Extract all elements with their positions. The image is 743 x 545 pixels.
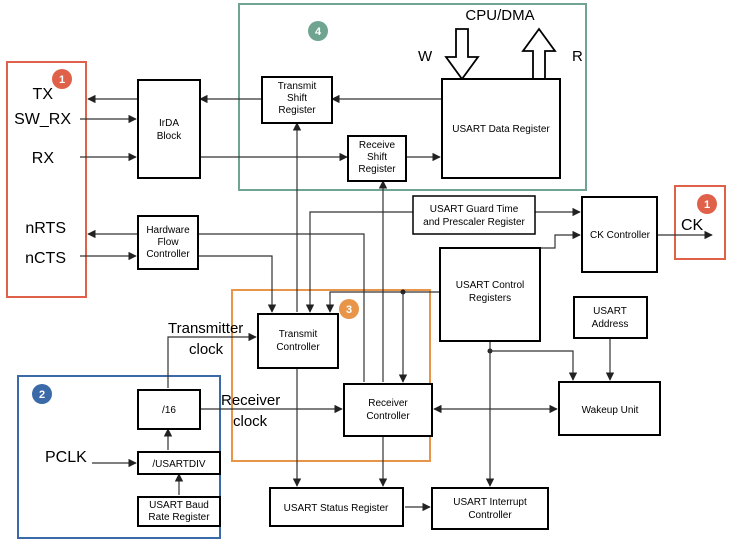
svg-text:Receive: Receive bbox=[359, 140, 396, 151]
badge-pins: 1 bbox=[52, 69, 72, 89]
pin-pclk: PCLK bbox=[45, 449, 87, 466]
svg-text:Controller: Controller bbox=[276, 342, 320, 353]
pins-group-frame bbox=[6, 61, 87, 298]
ck-group-frame bbox=[674, 185, 726, 260]
connections bbox=[80, 94, 713, 512]
svg-text:Rate Register: Rate Register bbox=[148, 512, 210, 523]
usart-address: USART Address bbox=[573, 296, 648, 339]
svg-text:Shift: Shift bbox=[287, 93, 307, 104]
bus-write-label: W bbox=[418, 48, 433, 65]
usart-data-register: USART Data Register bbox=[441, 78, 561, 179]
svg-text:4: 4 bbox=[315, 26, 322, 38]
receive-shift-register: Receive Shift Register bbox=[347, 135, 407, 182]
transmitter-clock-label: Transmitter bbox=[168, 320, 243, 337]
badge-ck: 1 bbox=[697, 194, 717, 214]
receiver-controller: Receiver Controller bbox=[343, 383, 433, 437]
pin-tx: TX bbox=[33, 86, 54, 103]
pin-ncts: nCTS bbox=[25, 250, 66, 267]
baud-rate-register: USART Baud Rate Register bbox=[137, 496, 221, 527]
pin-sw-rx: SW_RX bbox=[14, 111, 71, 128]
svg-text:USART Control: USART Control bbox=[456, 280, 525, 291]
svg-text:Shift: Shift bbox=[367, 152, 387, 163]
svg-text:Controller: Controller bbox=[468, 510, 512, 521]
badge-controllers: 3 bbox=[339, 299, 359, 319]
usart-status-register: USART Status Register bbox=[269, 487, 404, 527]
badge-data-path: 4 bbox=[308, 21, 328, 41]
svg-text:/16: /16 bbox=[162, 405, 176, 416]
wakeup-unit: Wakeup Unit bbox=[558, 381, 661, 436]
svg-text:Transmit: Transmit bbox=[279, 329, 318, 340]
svg-text:Hardware: Hardware bbox=[146, 225, 190, 236]
usartdiv-divider: /USARTDIV bbox=[137, 451, 221, 475]
svg-text:Controller: Controller bbox=[146, 249, 190, 260]
hardware-flow-controller: Hardware Flow Controller bbox=[137, 215, 199, 270]
divide-by-16: /16 bbox=[137, 389, 201, 430]
svg-text:USART Status Register: USART Status Register bbox=[284, 503, 389, 514]
svg-text:IrDA: IrDA bbox=[159, 118, 179, 129]
svg-text:USART Guard Time: USART Guard Time bbox=[430, 204, 519, 215]
pin-nrts: nRTS bbox=[25, 220, 66, 237]
svg-text:Controller: Controller bbox=[366, 411, 410, 422]
svg-text:USART Interrupt: USART Interrupt bbox=[453, 497, 527, 508]
svg-text:1: 1 bbox=[59, 74, 65, 86]
pin-rx: RX bbox=[32, 150, 55, 167]
controllers-frame bbox=[231, 289, 431, 462]
transmitter-clock-label-2: clock bbox=[189, 341, 224, 358]
badge-clock-gen: 2 bbox=[32, 384, 52, 404]
usart-control-registers: USART Control Registers bbox=[439, 247, 541, 342]
svg-text:Address: Address bbox=[592, 319, 629, 330]
pin-ck: CK bbox=[681, 217, 704, 234]
cpu-dma-label: CPU/DMA bbox=[465, 7, 534, 24]
svg-text:2: 2 bbox=[39, 389, 45, 401]
svg-text:Register: Register bbox=[278, 105, 316, 116]
write-bus-arrow bbox=[444, 28, 480, 81]
guard-time-prescaler-register: USART Guard Time and Prescaler Register bbox=[412, 195, 536, 235]
svg-text:Wakeup Unit: Wakeup Unit bbox=[582, 405, 639, 416]
svg-text:Registers: Registers bbox=[469, 293, 511, 304]
transmit-shift-register: Transmit Shift Register bbox=[261, 76, 333, 124]
svg-text:Register: Register bbox=[358, 164, 396, 175]
svg-text:Receiver: Receiver bbox=[368, 398, 408, 409]
svg-text:Flow: Flow bbox=[157, 237, 179, 248]
svg-text:Block: Block bbox=[157, 131, 182, 142]
bus-read-label: R bbox=[572, 48, 583, 65]
receiver-clock-label: Receiver bbox=[221, 392, 280, 409]
read-bus-arrow bbox=[521, 27, 557, 80]
irda-block: IrDA Block bbox=[137, 79, 201, 179]
svg-text:and Prescaler Register: and Prescaler Register bbox=[423, 217, 525, 228]
ck-controller: CK Controller bbox=[581, 196, 658, 273]
transmit-controller: Transmit Controller bbox=[257, 313, 339, 369]
svg-text:USART Baud: USART Baud bbox=[149, 500, 209, 511]
svg-text:3: 3 bbox=[346, 304, 352, 316]
usart-interrupt-controller: USART Interrupt Controller bbox=[431, 487, 549, 530]
svg-text:1: 1 bbox=[704, 199, 710, 211]
svg-text:Transmit: Transmit bbox=[278, 81, 317, 92]
svg-text:USART: USART bbox=[593, 306, 627, 317]
svg-text:USART Data Register: USART Data Register bbox=[452, 124, 550, 135]
data-path-frame bbox=[238, 3, 587, 191]
svg-text:CK Controller: CK Controller bbox=[590, 230, 651, 241]
svg-text:/USARTDIV: /USARTDIV bbox=[152, 459, 205, 470]
receiver-clock-label-2: clock bbox=[233, 413, 268, 430]
